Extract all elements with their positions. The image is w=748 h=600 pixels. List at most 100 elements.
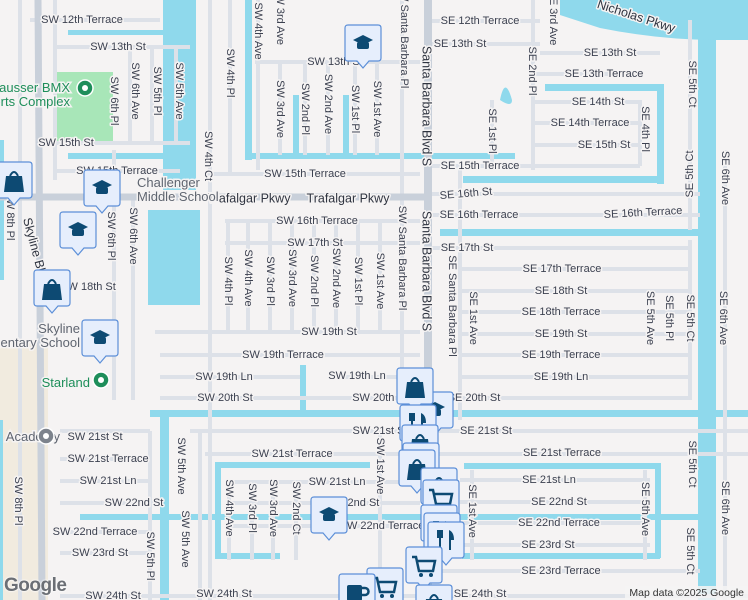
street-label: SW 1st Ave	[371, 81, 383, 138]
street-label: SW 22nd St	[105, 497, 164, 509]
street-label: SW 5th Ave	[175, 437, 187, 494]
place-name: Skyline	[38, 321, 80, 336]
canal	[68, 153, 190, 159]
street-label: SW 6th Pl	[105, 212, 117, 261]
street-label: SW 4th Ave	[223, 479, 235, 536]
map-attribution[interactable]: Map data ©2025 Google	[625, 586, 748, 600]
street-label: SE 5th Ave	[639, 482, 651, 536]
street-label: SE 19th Terrace	[522, 349, 601, 361]
map-marker[interactable]	[344, 24, 382, 69]
street-label: SE 16th Terrace	[440, 209, 519, 221]
canal	[245, 0, 252, 160]
shopping-cart-icon	[412, 555, 437, 577]
street-label: SE 18th St	[535, 285, 588, 297]
shopping-bag-icon	[42, 279, 62, 300]
canal	[293, 95, 299, 157]
street-label: SE 12th Terrace	[441, 15, 520, 27]
street-label: SW 22nd Terrace	[340, 520, 425, 532]
street-label: SW 15th Terrace	[264, 168, 346, 180]
street-label: SE 23rd St	[521, 539, 574, 551]
street-label: SW 22nd Terrace	[53, 526, 138, 538]
place-park[interactable]: Hausser BMXSports Complex	[0, 79, 72, 111]
canal	[0, 420, 3, 600]
canal	[215, 462, 370, 468]
street-label: SW 15th St	[38, 137, 94, 149]
tree-icon	[92, 371, 110, 389]
street-label: SE 5th Pl	[663, 295, 675, 341]
school-icon	[92, 180, 112, 194]
street-label: SE 14th St	[572, 96, 625, 108]
street-label: SW 21st Ln	[80, 475, 137, 487]
street-label: SW Santa Barbara Pl	[398, 0, 410, 88]
place-park[interactable]: Starland	[40, 374, 91, 392]
street-label: SW 4th Ave	[242, 249, 254, 306]
shopping-bag-icon	[405, 377, 425, 398]
street-label: SE 2nd Pl	[526, 47, 538, 96]
map-marker[interactable]	[0, 161, 33, 206]
street-label: SE 22nd Terrace	[518, 517, 600, 529]
street-label: SW 4th Ct	[202, 131, 214, 181]
street-label: SE Santa Barbara Pl	[446, 255, 458, 357]
canal	[160, 410, 169, 600]
marker-layer	[0, 24, 465, 600]
street-label: SW 24th St	[85, 590, 141, 600]
street-label: SE 6th Ave	[719, 481, 731, 535]
map-marker[interactable]	[405, 546, 443, 591]
street-label: SW 2nd Ct	[290, 481, 302, 534]
street-label: Santa Barbara Blvd S	[420, 46, 434, 166]
street-label: SE 5th Ct	[684, 294, 696, 341]
street-label: SW 1st Pl	[352, 257, 364, 305]
street-label: SW 24th St	[196, 588, 252, 600]
street-label: SE 13th Terrace	[565, 68, 644, 80]
map-marker[interactable]	[415, 584, 453, 600]
map-marker[interactable]	[338, 573, 376, 600]
street-label: SE 6th Ave	[717, 291, 729, 345]
map-marker[interactable]	[81, 319, 119, 364]
street-label: SW 4th Pl	[222, 257, 234, 306]
street-label: SW 19th Terrace	[242, 349, 324, 361]
street-label: SE 22nd St	[531, 496, 587, 508]
school-pin-icon	[37, 427, 55, 445]
street-label: SE 6th Ave	[719, 151, 731, 205]
street-label: SW 21st St	[352, 425, 407, 437]
street-label: SW Santa Barbara Pl	[396, 206, 408, 311]
street-label: SW 19th Ln	[328, 370, 385, 382]
street-label: SW 21st St	[67, 431, 122, 443]
street-label: SW 20th St	[352, 392, 408, 404]
street-label: SE 19th Ln	[534, 371, 588, 383]
place-name: Challenger	[137, 175, 201, 190]
canal	[655, 463, 661, 558]
canal	[464, 463, 660, 469]
map-marker[interactable]	[59, 211, 97, 256]
map-marker[interactable]	[366, 567, 404, 600]
street-label: SW 13th St	[90, 41, 146, 53]
map-marker[interactable]	[33, 269, 71, 314]
street-label: SE 5th Ct	[684, 527, 696, 574]
canal	[698, 38, 716, 600]
canal	[245, 153, 515, 159]
street-label: SW 5th Pl	[144, 532, 156, 581]
place-school[interactable]: SkylineElementary School	[0, 320, 82, 352]
street-label: SE 23rd Terrace	[521, 565, 600, 577]
street-label: SW 17th St	[287, 237, 343, 249]
street-label: SE 17th St	[441, 242, 494, 254]
school-icon	[90, 330, 110, 344]
street-label: SE 1st Pl	[486, 108, 498, 153]
marker-pin	[415, 584, 453, 600]
street-label: SW 3rd Ave	[274, 0, 286, 45]
map-marker[interactable]	[83, 169, 121, 214]
map-marker[interactable]	[310, 496, 348, 541]
street-label: SW 21st Terrace	[251, 448, 332, 460]
canal	[545, 84, 663, 91]
place-name: Hausser BMX	[0, 80, 70, 95]
street-label: SW 2nd Ave	[330, 248, 342, 308]
street-label: SW 5th Ave	[173, 62, 185, 119]
street-label: SW 4th Ave	[252, 2, 264, 59]
street-label: SW 1st Ave	[374, 438, 386, 495]
street-label: SE 5th Ct	[686, 440, 698, 487]
